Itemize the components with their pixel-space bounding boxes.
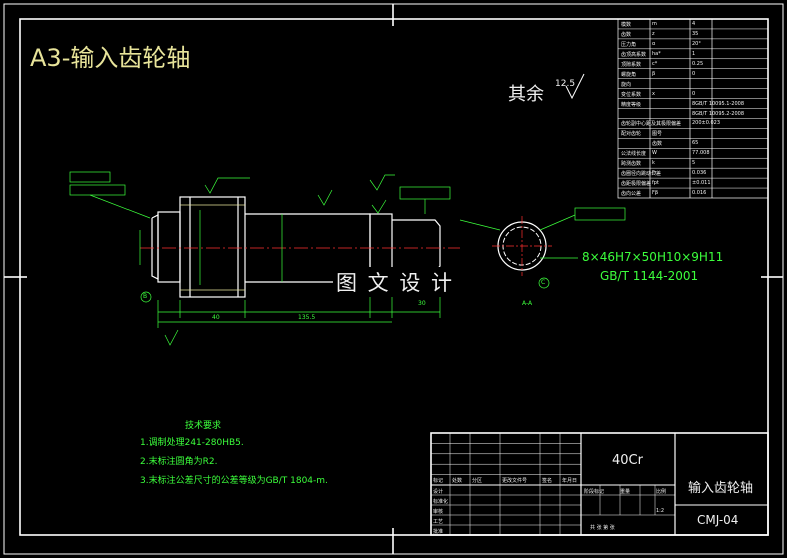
datum-c: C — [541, 279, 546, 286]
table-cell: fpt — [652, 180, 659, 187]
part-name-text: 输入齿轮轴 — [688, 481, 754, 496]
table-cell: 精度等级 — [621, 101, 642, 108]
table-cell: 0.016 — [692, 190, 707, 197]
drawing-title: A3-输入齿轮轴 — [30, 44, 191, 72]
header-label: 处数 — [452, 478, 463, 484]
sheet-label: 共 张 第 张 — [590, 525, 615, 531]
table-cell: 8GB/T 10095.1-2008 — [692, 100, 745, 107]
table-cell: 公法线长度 — [621, 151, 647, 158]
table-cell: 77.008 — [692, 150, 710, 157]
table-cell: 跨测齿数 — [621, 161, 642, 168]
stage-label: 比例 — [656, 489, 667, 495]
table-cell: z — [652, 30, 655, 37]
table-cell: 齿数 — [652, 141, 663, 148]
table-cell: m — [652, 21, 657, 27]
table-cell: 4 — [692, 21, 696, 27]
tech-req-item: 3.末标注公差尺寸的公差等级为GB/T 1804-m. — [140, 476, 328, 486]
table-cell: 变位系数 — [621, 91, 642, 98]
watermark-text: 图 文 设 计 — [333, 267, 458, 297]
title-block — [430, 432, 769, 536]
table-cell: 图号 — [652, 131, 663, 138]
roughness-symbol — [565, 73, 585, 100]
table-cell: 齿顶高系数 — [621, 51, 647, 58]
drawing-number: CMJ-04 — [697, 513, 739, 527]
table-cell: 顶隙系数 — [621, 61, 642, 68]
table-cell: 模数 — [621, 22, 632, 28]
table-cell: 0 — [692, 70, 696, 77]
datum-b: B — [143, 293, 148, 300]
header-label: 年月日 — [562, 478, 578, 484]
spline-section — [492, 214, 578, 289]
table-cell: Fr — [652, 170, 657, 177]
table-cell: β — [652, 70, 656, 77]
footer-label: 批准 — [433, 529, 444, 535]
stage-label: 重量 — [620, 489, 631, 495]
tech-req-item: 1.调制处理241-280HB5. — [140, 438, 244, 448]
table-cell: 齿数 — [621, 31, 632, 38]
footer-label: 标准化 — [433, 499, 449, 505]
scale-text: 1:2 — [656, 508, 665, 514]
table-cell: 齿圈径向跳动公差 — [621, 171, 662, 178]
table-cell: W — [652, 150, 657, 157]
table-cell: x — [652, 90, 655, 97]
dimension-lines — [69, 171, 626, 346]
section-label: A-A — [522, 300, 533, 307]
table-cell: 1 — [692, 50, 696, 57]
spline-spec-line2: GB/T 1144-2001 — [600, 269, 699, 283]
footer-label: 工艺 — [433, 519, 444, 525]
table-cell: 65 — [692, 140, 699, 147]
header-label: 签名 — [542, 478, 553, 484]
table-cell: 0 — [692, 90, 696, 97]
header-label: 分区 — [472, 478, 483, 484]
tech-req-heading: 技术要求 — [185, 421, 222, 431]
table-cell: 齿向公差 — [621, 191, 642, 198]
spline-spec-line1: 8×46H7×50H10×9H11 — [582, 250, 724, 264]
table-cell: ±0.011 — [692, 180, 711, 187]
roughness-label: 其余 — [508, 84, 544, 105]
table-cell: 0.25 — [692, 60, 704, 67]
footer-label: 设计 — [433, 489, 444, 495]
table-cell: 齿轮副中心距及其极限偏差 — [621, 121, 682, 128]
table-cell: 齿距极限偏差 — [621, 181, 652, 188]
table-cell: k — [652, 160, 655, 167]
table-cell: ha* — [652, 50, 661, 57]
table-cell: 200±0.023 — [692, 120, 721, 127]
table-cell: 配对齿轮 — [621, 131, 642, 138]
dim-middle: 135.5 — [298, 314, 316, 321]
centering-marks — [4, 4, 783, 554]
table-cell: 20° — [692, 40, 701, 47]
footer-label: 审核 — [433, 509, 444, 515]
table-cell: 压力角 — [621, 41, 637, 48]
material-text: 40Cr — [612, 453, 643, 468]
table-cell: 旋向 — [621, 81, 632, 88]
table-cell: α — [652, 40, 656, 47]
gear-hatch — [180, 204, 245, 291]
header-label: 更改文件号 — [502, 478, 528, 484]
tech-req-item: 2.末标注圆角为R2. — [140, 457, 218, 467]
table-cell: Fβ — [652, 190, 659, 197]
table-cell: 0.036 — [692, 170, 707, 177]
table-cell: 5 — [692, 160, 696, 167]
dim-right: 30 — [418, 300, 426, 307]
table-cell: 螺旋角 — [621, 71, 637, 78]
dim-left: 40 — [212, 314, 220, 321]
table-cell: 35 — [692, 30, 699, 37]
stage-label: 阶段标记 — [584, 489, 605, 495]
header-label: 标记 — [433, 478, 444, 484]
table-cell: 8GB/T 10095.2-2008 — [692, 110, 745, 117]
roughness-value: 12.5 — [555, 79, 576, 89]
table-cell: c* — [652, 60, 658, 67]
